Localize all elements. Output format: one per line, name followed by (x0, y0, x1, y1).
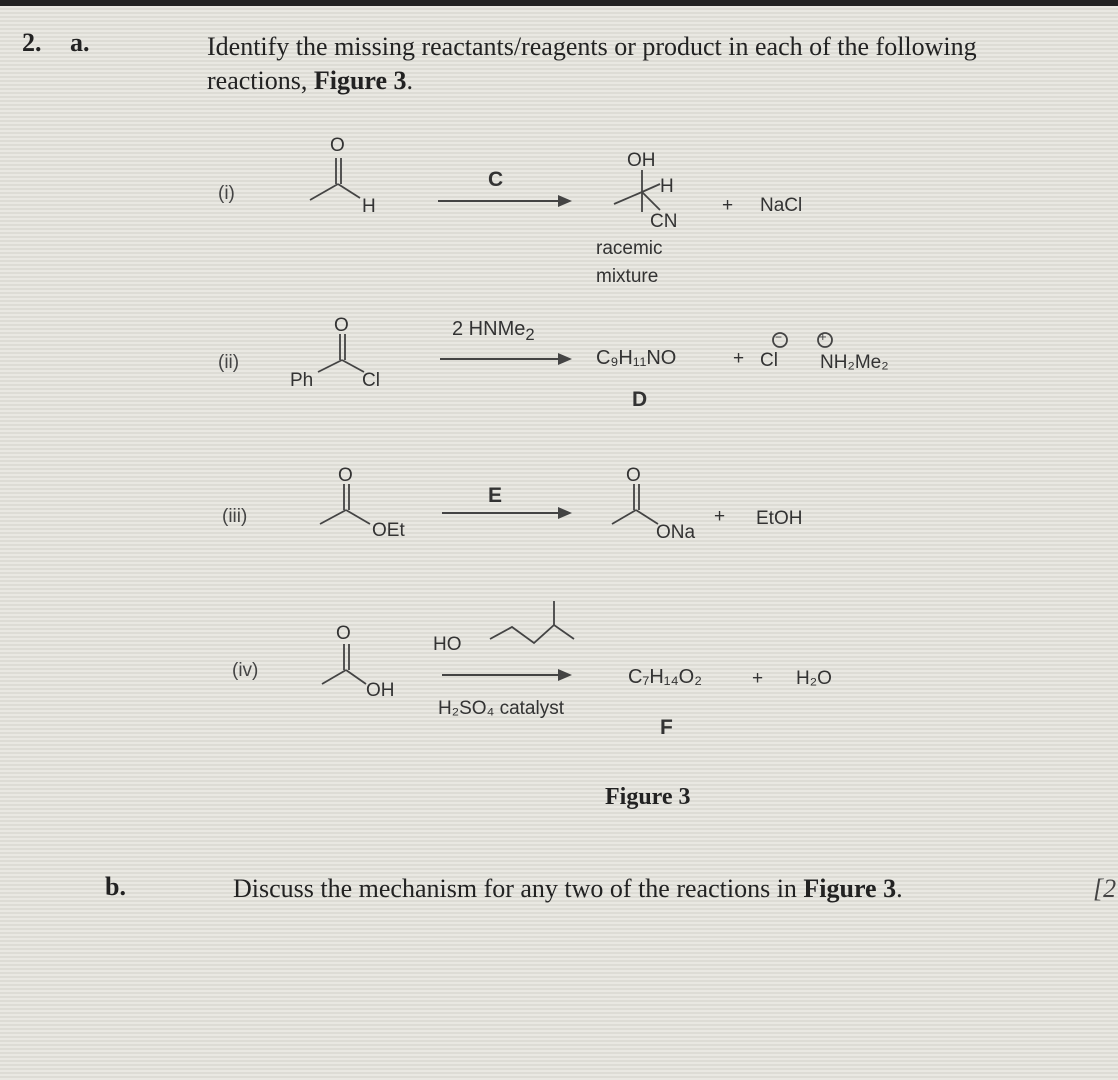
reagent-e: E (488, 484, 503, 507)
nitrile-cn: CN (650, 211, 678, 232)
reaction-label-iii: (iii) (222, 506, 248, 527)
phenyl-ph: Ph (290, 370, 314, 391)
alcohol-ho: HO (433, 634, 462, 655)
isoamyl-alcohol-structure (489, 601, 575, 645)
plus-sign-i: + (722, 195, 734, 216)
carbonyl-o-iv: O (336, 623, 351, 644)
part-b-label: b. (105, 872, 126, 901)
byproduct-water: H₂O (796, 668, 832, 689)
product-letter-d: D (632, 388, 648, 411)
aldehyde-h: H (362, 196, 376, 217)
hydroxyl-oh: OH (627, 150, 656, 171)
reaction-arrow-ii (440, 353, 572, 365)
product-formula-d: C₉H₁₁NO (596, 347, 677, 369)
reaction-label-iv: (iv) (232, 660, 259, 681)
marks-fragment: [2 (1093, 874, 1117, 903)
carbonyl-o-iii: O (338, 465, 353, 486)
reaction-arrow-iv (442, 669, 572, 681)
carbonyl-o-i: O (330, 135, 345, 156)
acetaldehyde-structure (309, 158, 361, 201)
plus-sign-iii: + (714, 506, 726, 527)
carbonyl-o-product-iii: O (626, 465, 641, 486)
byproduct-nacl: NaCl (760, 195, 803, 216)
part-b-text: Discuss the mechanism for any two of the… (233, 874, 903, 903)
chloride-cl: Cl (362, 370, 380, 391)
figure-ref-b: Figure 3 (803, 874, 897, 903)
charge-circles (772, 332, 833, 348)
figure-caption: Figure 3 (605, 784, 691, 810)
part-a-line-1: Identify the missing reactants/reagents … (207, 32, 977, 61)
acid-oh: OH (366, 680, 395, 701)
reagent-c: C (488, 168, 504, 191)
product-formula-f: C₇H₁₄O₂ (628, 666, 702, 688)
acyl-chloride-structure (317, 334, 365, 373)
part-a-line-2: reactions, Figure 3. (207, 66, 414, 95)
figure-ref: Figure 3 (313, 66, 407, 95)
question-number: 2. (22, 28, 42, 57)
reaction-label-i: (i) (218, 183, 235, 204)
product-letter-f: F (660, 716, 673, 739)
acetic-acid-structure (321, 644, 367, 685)
byproduct-etoh: EtOH (756, 508, 803, 529)
top-edge-bar (0, 0, 1118, 6)
ethoxy-oet: OEt (372, 520, 405, 541)
reaction-arrow-iii (442, 507, 572, 519)
negative-charge: − (775, 330, 783, 344)
reaction-label-ii: (ii) (218, 352, 240, 373)
positive-charge: + (819, 329, 827, 344)
cyanohydrin-structure (613, 170, 661, 212)
reaction-arrow-i (438, 195, 572, 207)
product-h: H (660, 176, 674, 197)
catalyst-label: H₂SO₄ catalyst (438, 698, 564, 719)
sodium-acetate-structure (611, 484, 659, 525)
dimethylammonium-cation: NH₂Me₂ (820, 352, 889, 373)
chloride-anion: Cl (760, 350, 778, 371)
mixture-note: mixture (596, 266, 659, 287)
plus-sign-ii: + (733, 348, 745, 369)
plus-sign-iv: + (752, 668, 764, 689)
carbonyl-o-ii: O (334, 315, 349, 336)
racemic-note: racemic (596, 238, 663, 259)
reagent-dimethylamine: 2 HNMe2 (452, 318, 535, 344)
sodium-oxide-ona: ONa (656, 522, 696, 543)
part-a-label: a. (70, 28, 90, 57)
ethyl-acetate-structure (319, 484, 371, 525)
